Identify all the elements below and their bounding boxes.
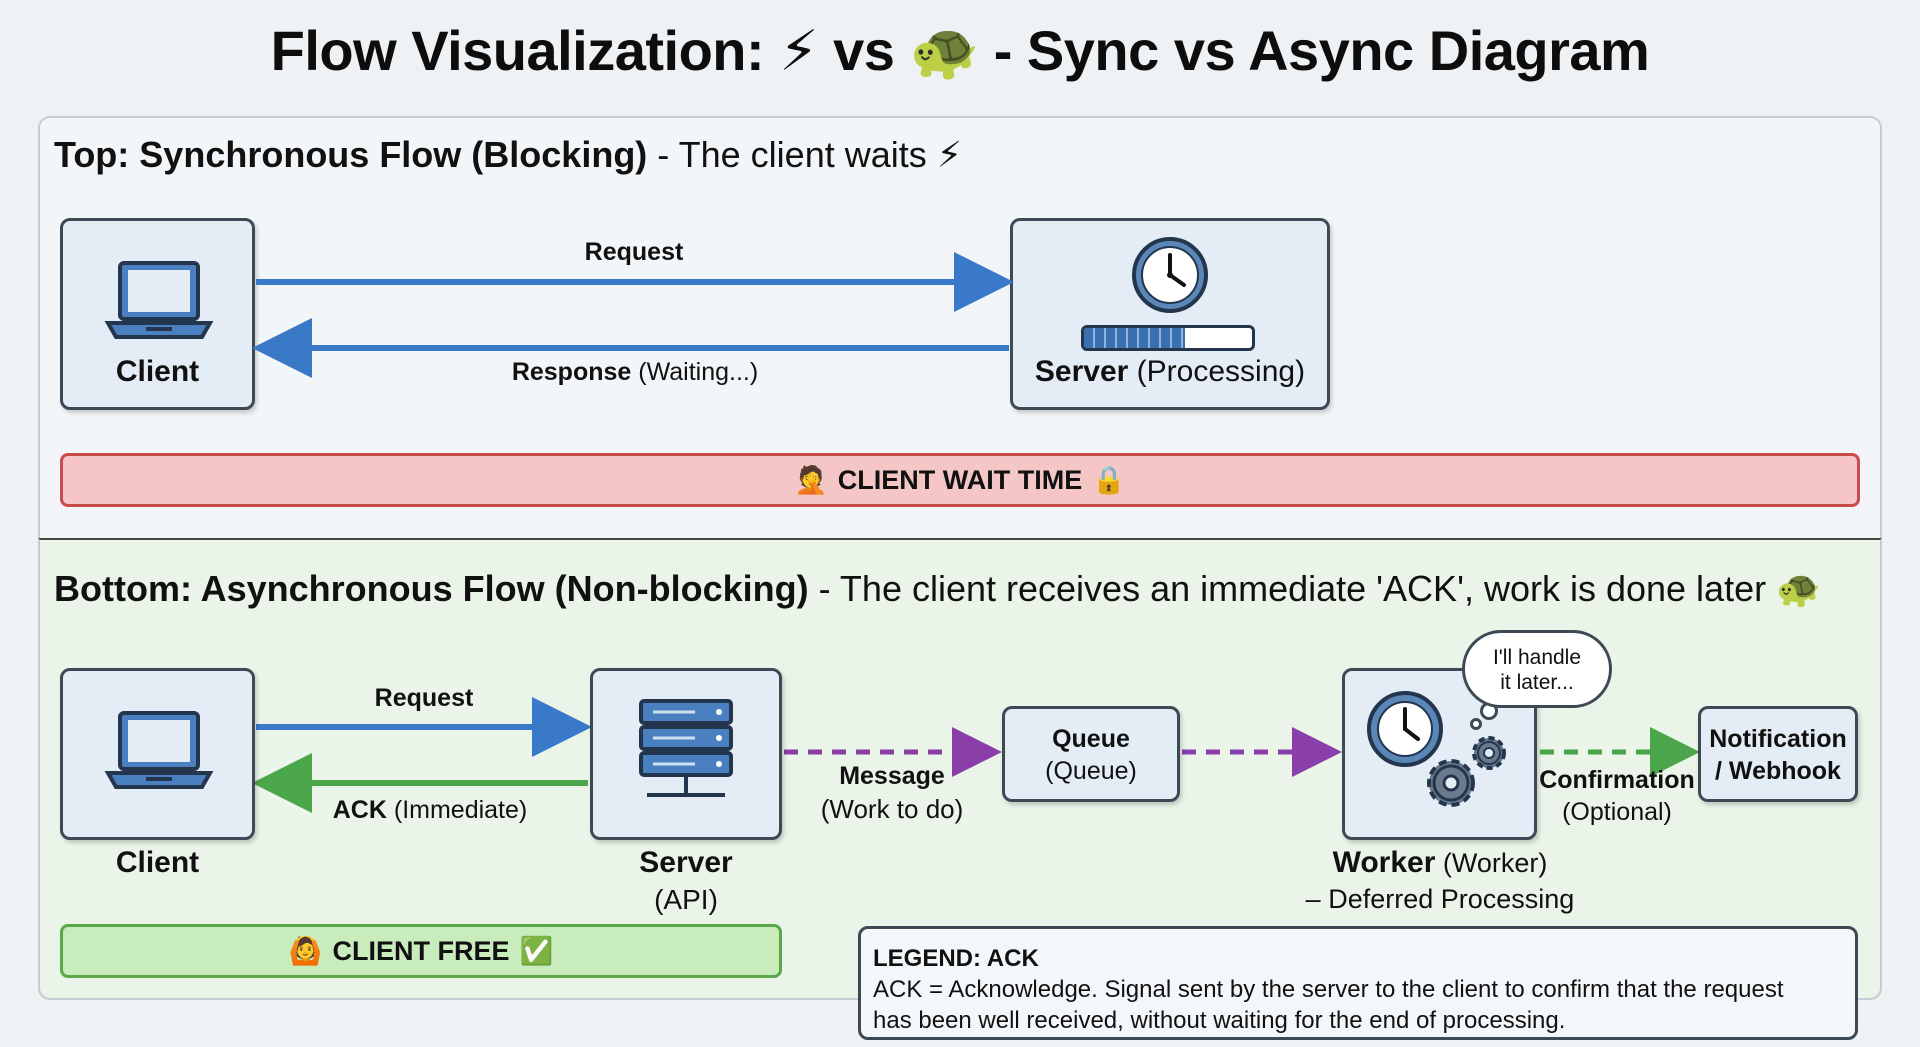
legend-title: LEGEND: ACK xyxy=(873,945,1039,972)
page-title: Flow Visualization: ⚡ vs 🐢 - Sync vs Asy… xyxy=(270,19,1650,82)
wait-bar-text: CLIENT WAIT TIME xyxy=(837,464,1083,495)
sync-server-label: Server xyxy=(1034,355,1129,388)
async-request-label: Request xyxy=(374,684,474,712)
legend-line-1: ACK = Acknowledge. Signal sent by the se… xyxy=(873,976,1784,1003)
relaxed-person-icon: 🙆 xyxy=(288,936,323,966)
clock-gears-icon xyxy=(1367,691,1506,807)
lock-icon: 🔒 xyxy=(1092,465,1126,495)
sync-client-node: Client xyxy=(60,218,255,410)
worker-label: Worker xyxy=(1332,846,1436,879)
async-heading-rest: - The client receives an immediate 'ACK'… xyxy=(808,568,1821,609)
sync-response-label: Response xyxy=(511,358,632,386)
laptop-icon xyxy=(104,261,214,339)
async-client-node xyxy=(60,668,255,840)
legend-line-2: has been well received, without waiting … xyxy=(873,1007,1566,1034)
sync-request-label: Request xyxy=(584,238,684,266)
worker-deferred-label: – Deferred Processing xyxy=(1305,884,1575,914)
worker-sublabel: (Worker) xyxy=(1435,848,1548,878)
sync-heading-bold: Top: Synchronous Flow (Blocking) xyxy=(54,134,648,175)
message-label: Message xyxy=(839,762,945,790)
progress-bar xyxy=(1081,325,1255,351)
server-rack-icon xyxy=(639,699,733,797)
async-heading: Bottom: Asynchronous Flow (Non-blocking)… xyxy=(54,568,1821,610)
message-sublabel: (Work to do) xyxy=(820,794,964,824)
queue-sublabel: (Queue) xyxy=(1045,757,1137,785)
thought-bubble: I'll handle it later... xyxy=(1462,630,1612,708)
check-icon: ✅ xyxy=(519,936,554,966)
sync-heading-rest: - The client waits ⚡ xyxy=(647,134,963,175)
client-wait-time-bar: 🤦 CLIENT WAIT TIME 🔒 xyxy=(60,453,1860,507)
thought-dot-small xyxy=(1470,718,1482,730)
sync-response-sublabel: (Waiting...) xyxy=(631,358,759,386)
confirmation-sublabel: (Optional) xyxy=(1562,798,1672,826)
sync-server-node: Server (Processing) xyxy=(1010,218,1330,410)
webhook-label: / Webhook xyxy=(1715,757,1841,785)
sync-client-label: Client xyxy=(115,355,200,388)
bubble-line-1: I'll handle xyxy=(1492,646,1582,669)
async-server-sublabel: (API) xyxy=(654,884,718,915)
ack-label: ACK xyxy=(332,796,387,824)
async-heading-bold: Bottom: Asynchronous Flow (Non-blocking) xyxy=(54,568,809,609)
confirmation-label: Confirmation xyxy=(1539,766,1695,794)
sync-server-sublabel: (Processing) xyxy=(1128,355,1306,388)
bubble-line-2: it later... xyxy=(1500,671,1574,694)
free-bar-text: CLIENT FREE xyxy=(332,935,510,966)
async-server-label: Server xyxy=(639,846,733,879)
clock-icon xyxy=(1132,237,1208,313)
ack-sublabel: (Immediate) xyxy=(386,796,528,824)
async-client-label: Client xyxy=(115,846,200,879)
queue-node: Queue (Queue) xyxy=(1002,706,1180,802)
progress-fill xyxy=(1084,328,1185,348)
notification-label: Notification xyxy=(1709,725,1847,753)
queue-label: Queue xyxy=(1052,725,1130,753)
sync-heading: Top: Synchronous Flow (Blocking) - The c… xyxy=(54,134,962,176)
notification-webhook-node: Notification / Webhook xyxy=(1698,706,1858,802)
legend-box: LEGEND: ACK ACK = Acknowledge. Signal se… xyxy=(858,926,1858,1040)
async-server-node xyxy=(590,668,782,840)
client-free-bar: 🙆 CLIENT FREE ✅ xyxy=(60,924,782,978)
facepalm-icon: 🤦 xyxy=(794,465,828,495)
laptop-icon xyxy=(104,711,214,789)
